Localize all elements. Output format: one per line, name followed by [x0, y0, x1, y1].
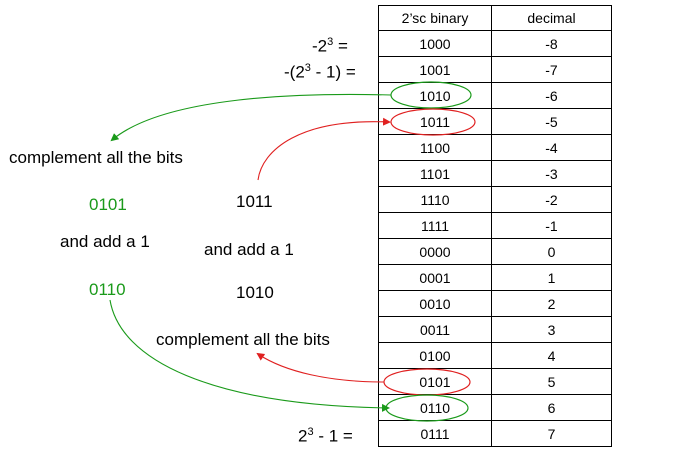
arrow-red-to-complement [256, 352, 385, 383]
header-binary: 2’sc binary [378, 5, 492, 31]
cell-decimal: -4 [491, 134, 612, 161]
cell-decimal: -8 [491, 30, 612, 57]
label-min-exp: 3 [327, 36, 334, 48]
cell-decimal: 0 [491, 238, 612, 265]
table-row: 1001-7 [378, 56, 612, 83]
label-min-value: -23 = [312, 36, 348, 57]
table-row: 1100-4 [378, 134, 612, 161]
cell-binary: 1110 [378, 186, 492, 213]
green-add-one-text: and add a 1 [60, 232, 150, 251]
label-min-tail: = [333, 36, 348, 56]
cell-binary: 1101 [378, 160, 492, 187]
red-add-one-text: and add a 1 [204, 240, 294, 259]
cell-binary: 1111 [378, 212, 492, 239]
cell-decimal: 6 [491, 394, 612, 421]
cell-decimal: 2 [491, 290, 612, 317]
table-row: 1000-8 [378, 30, 612, 57]
green-value-0110: 0110 [89, 280, 126, 299]
cell-decimal: 3 [491, 316, 612, 343]
green-complement-text: complement all the bits [9, 148, 183, 167]
arrow-red-to-1011-row [257, 117, 391, 181]
table-row: 1101-3 [378, 160, 612, 187]
cell-binary: 1100 [378, 134, 492, 161]
cell-decimal: -2 [491, 186, 612, 213]
cell-binary: 1011 [378, 108, 492, 135]
cell-decimal: 4 [491, 342, 612, 369]
label-max-exp: 3 [307, 426, 314, 438]
label-min-base: -2 [312, 36, 328, 56]
cell-decimal: -6 [491, 82, 612, 109]
table-header-row: 2’sc binary decimal [378, 5, 612, 31]
cell-binary: 0111 [378, 420, 492, 447]
cell-decimal: -5 [491, 108, 612, 135]
cell-decimal: -7 [491, 56, 612, 83]
cell-binary: 0011 [378, 316, 492, 343]
label-max-tail: - 1 = [313, 426, 353, 446]
label-minplus-tail: - 1) = [310, 62, 356, 82]
cell-binary: 1001 [378, 56, 492, 83]
label-max-value: 23 - 1 = [298, 426, 353, 447]
header-decimal: decimal [491, 5, 612, 31]
cell-decimal: -3 [491, 160, 612, 187]
cell-binary: 0110 [378, 394, 492, 421]
red-value-1010: 1010 [236, 283, 274, 302]
cell-decimal: 1 [491, 264, 612, 291]
table-row: 1011-5 [378, 108, 612, 135]
cell-binary: 0100 [378, 342, 492, 369]
red-value-1011: 1011 [236, 192, 273, 211]
table-row: 1010-6 [378, 82, 612, 109]
arrow-green-to-0110-row [109, 299, 390, 412]
cell-decimal: 5 [491, 368, 612, 395]
label-min-plus-one: -(23 - 1) = [284, 62, 356, 83]
cell-binary: 1000 [378, 30, 492, 57]
label-minplus-head: -(2 [284, 62, 305, 82]
cell-binary: 0001 [378, 264, 492, 291]
cell-binary: 0000 [378, 238, 492, 265]
table-row: 1110-2 [378, 186, 612, 213]
cell-decimal: -1 [491, 212, 612, 239]
red-complement-text: complement all the bits [156, 330, 330, 349]
cell-decimal: 7 [491, 420, 612, 447]
cell-binary: 1010 [378, 82, 492, 109]
cell-binary: 0101 [378, 368, 492, 395]
table-row: 1111-1 [378, 212, 612, 239]
label-max-base: 2 [298, 426, 308, 446]
cell-binary: 0010 [378, 290, 492, 317]
green-value-0101: 0101 [89, 195, 127, 214]
arrow-green-to-complement [110, 93, 392, 142]
label-minplus-exp: 3 [304, 62, 311, 74]
